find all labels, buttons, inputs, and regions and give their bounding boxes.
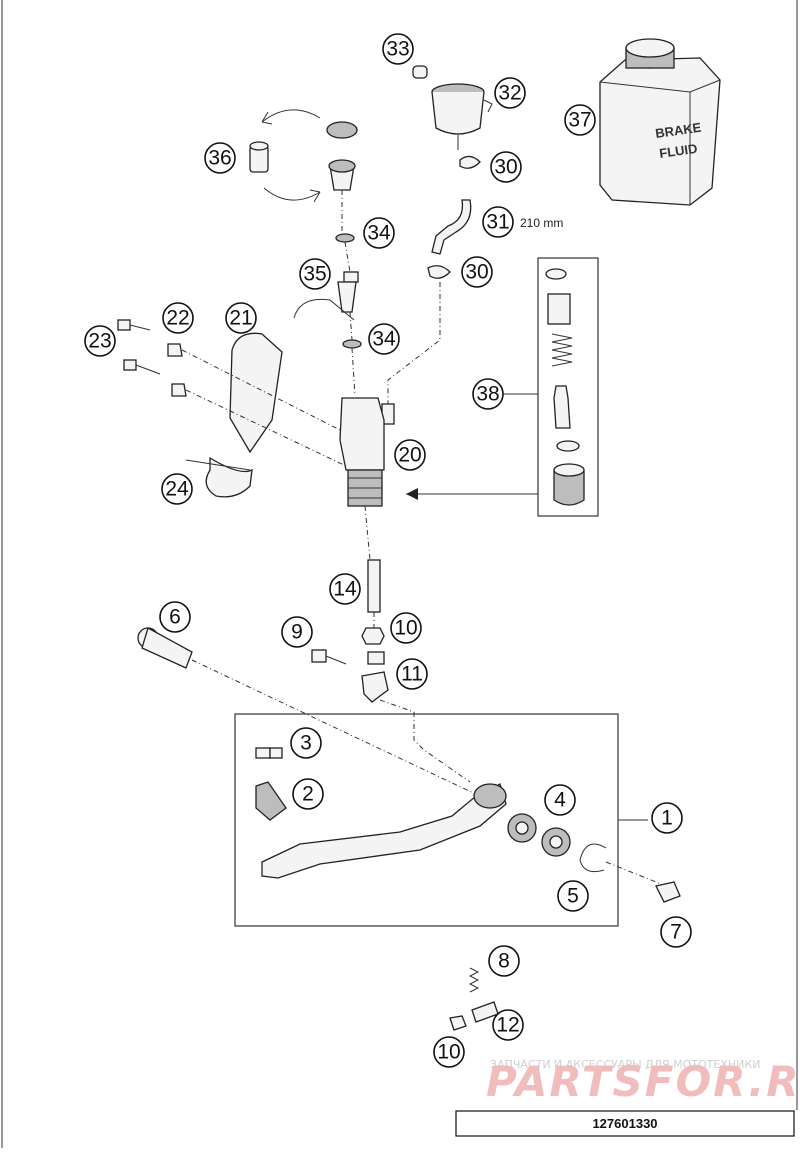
clevis-group <box>311 627 471 783</box>
callout-4: 4 <box>544 784 576 816</box>
hose-length-label: 210 mm <box>520 216 563 230</box>
callout-32: 32 <box>494 77 526 109</box>
svg-text:31: 31 <box>486 211 509 234</box>
svg-text:2: 2 <box>302 783 314 806</box>
callout-30-upper: 30 <box>490 151 522 183</box>
callout-34-upper: 34 <box>363 217 395 249</box>
svg-text:23: 23 <box>88 330 111 353</box>
brake-pedal-assembly <box>234 713 667 927</box>
brake-fluid-container: BRAKE FLUID <box>599 38 721 206</box>
svg-text:5: 5 <box>567 885 579 908</box>
callout-30-lower: 30 <box>461 256 493 288</box>
svg-text:33: 33 <box>386 38 409 61</box>
repair-kit <box>406 257 599 517</box>
svg-text:3: 3 <box>300 732 312 755</box>
svg-text:37: 37 <box>568 109 591 132</box>
callout-3: 3 <box>290 727 322 759</box>
callout-12: 12 <box>492 1009 524 1041</box>
callout-23: 23 <box>84 325 116 357</box>
svg-text:4: 4 <box>554 789 566 812</box>
callout-37: 37 <box>564 104 596 136</box>
brake-label: BRAKE <box>654 120 702 141</box>
svg-text:30: 30 <box>465 261 488 284</box>
svg-text:9: 9 <box>291 621 303 644</box>
callout-14: 14 <box>329 573 361 605</box>
svg-text:24: 24 <box>165 478 189 501</box>
svg-text:22: 22 <box>166 307 189 330</box>
pivot-bolt <box>137 627 485 799</box>
callout-6: 6 <box>159 601 191 633</box>
svg-text:30: 30 <box>494 156 517 179</box>
callout-35: 35 <box>299 258 331 290</box>
svg-text:14: 14 <box>333 578 357 601</box>
svg-text:38: 38 <box>476 383 499 406</box>
callout-2: 2 <box>292 778 324 810</box>
callout-9: 9 <box>281 616 313 648</box>
master-cylinder <box>339 397 385 561</box>
svg-text:8: 8 <box>498 950 510 973</box>
svg-text:20: 20 <box>398 444 421 467</box>
master-cylinder-top-parts <box>249 109 362 397</box>
svg-text:1: 1 <box>661 807 673 830</box>
hose-assembly <box>381 155 481 425</box>
svg-text:10: 10 <box>437 1041 460 1064</box>
callout-34-lower: 34 <box>368 323 400 355</box>
svg-text:32: 32 <box>498 82 521 105</box>
callout-38: 38 <box>472 378 504 410</box>
watermark-tagline: ЗАПЧАСТИ И АКСЕССУАРЫ ДЛЯ МОТОТЕХНИКИ <box>490 1058 760 1071</box>
callout-21: 21 <box>225 302 257 334</box>
callout-8: 8 <box>488 945 520 977</box>
callout-1: 1 <box>651 802 683 834</box>
callout-11: 11 <box>396 658 428 690</box>
svg-text:10: 10 <box>394 617 417 640</box>
drawing-number-box <box>455 1110 795 1137</box>
callout-7: 7 <box>660 916 692 948</box>
svg-text:11: 11 <box>401 663 423 686</box>
callout-36: 36 <box>204 142 236 174</box>
callout-24: 24 <box>161 473 193 505</box>
callout-10-lower: 10 <box>433 1036 465 1068</box>
push-rod <box>367 559 381 630</box>
svg-text:35: 35 <box>303 263 326 286</box>
callout-31: 31 <box>482 206 514 238</box>
drawing-number: 127601330 <box>592 1116 657 1131</box>
bushing-7 <box>655 881 681 903</box>
svg-text:34: 34 <box>367 222 391 245</box>
heat-shield-and-bolts <box>117 319 347 498</box>
svg-text:34: 34 <box>372 328 396 351</box>
svg-text:21: 21 <box>229 307 252 330</box>
svg-text:36: 36 <box>208 147 231 170</box>
svg-text:6: 6 <box>169 606 181 629</box>
svg-text:7: 7 <box>670 921 682 944</box>
reservoir <box>412 65 493 150</box>
spring-group <box>449 967 499 1031</box>
svg-text:12: 12 <box>496 1014 519 1037</box>
reservoir-cap-screw <box>412 65 428 79</box>
callout-33: 33 <box>382 33 414 65</box>
callout-22: 22 <box>162 302 194 334</box>
callout-10-upper: 10 <box>390 612 422 644</box>
fluid-label: FLUID <box>658 141 698 161</box>
callout-5: 5 <box>557 880 589 912</box>
callout-20: 20 <box>394 439 426 471</box>
watermark-brand: PARTSFOR.RU <box>486 1057 800 1106</box>
